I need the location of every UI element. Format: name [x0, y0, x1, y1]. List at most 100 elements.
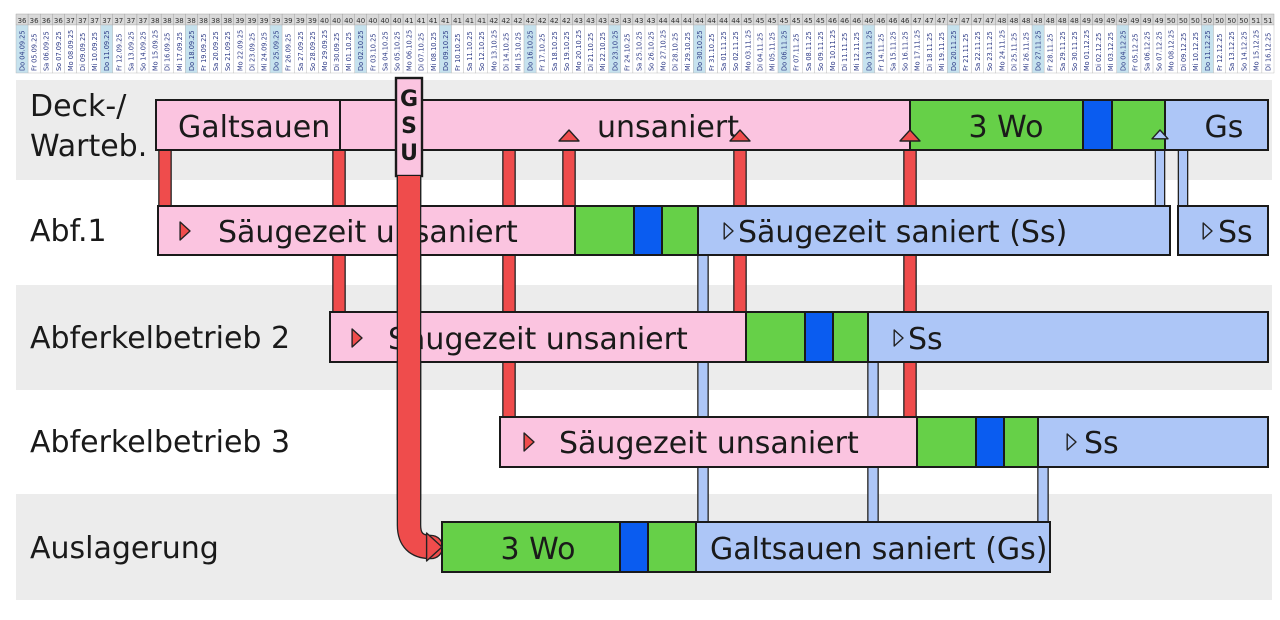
bar-label-deck-unsaniert: unsaniert [597, 110, 739, 145]
day-label: Do 30.10.25 [696, 30, 704, 71]
bar-label-abf3-ss: Ss [1084, 426, 1119, 461]
day-label: So 28.09.25 [309, 31, 317, 71]
day-label: Di 11.11.25 [841, 33, 849, 71]
week-number: 38 [199, 17, 208, 25]
day-label: Fr 24.10.25 [623, 34, 631, 71]
day-label: Sa 29.11.25 [1059, 31, 1067, 71]
week-number: 40 [356, 17, 365, 25]
week-number: 41 [453, 17, 462, 25]
day-label: Di 23.09.25 [248, 33, 256, 71]
day-label: Fr 28.11.25 [1047, 34, 1055, 71]
week-number: 36 [30, 17, 39, 25]
day-label: So 02.11.25 [732, 31, 740, 71]
week-number: 42 [489, 17, 498, 25]
day-label: Sa 13.12.25 [1228, 31, 1236, 71]
day-label: Mo 03.11.25 [744, 30, 752, 71]
day-label: Sa 15.11.25 [889, 31, 897, 71]
day-label: Mi 17.09.25 [176, 32, 184, 71]
day-label: Sa 20.09.25 [212, 31, 220, 71]
day-label: Fr 19.09.25 [200, 34, 208, 71]
week-number: 39 [272, 17, 281, 25]
week-number: 39 [247, 17, 256, 25]
week-number: 40 [344, 17, 353, 25]
day-label: Do 20.11.25 [950, 30, 958, 71]
day-label: Sa 13.09.25 [127, 31, 135, 71]
day-label: So 16.11.25 [902, 31, 910, 71]
day-label: Sa 22.11.25 [974, 31, 982, 71]
week-number: 45 [816, 17, 825, 25]
bar-label-deck-gs: Gs [1205, 110, 1244, 145]
bar-label-deck-galtsauen: Galtsauen [178, 110, 330, 145]
day-label: Mo 06.10.25 [406, 30, 414, 71]
week-number: 47 [961, 17, 970, 25]
week-number: 45 [743, 17, 752, 25]
bar-abf1-green-2 [661, 205, 699, 256]
week-number: 38 [211, 17, 220, 25]
bar-abf2-green-1 [745, 311, 806, 363]
row-label-deck: Deck-/ [30, 89, 127, 124]
bar-label-ausl-green-1: 3 Wo [501, 532, 576, 567]
day-label: Fr 05.12.25 [1131, 34, 1139, 71]
day-label: Do 25.09.25 [273, 30, 281, 71]
week-number: 44 [683, 17, 692, 25]
week-number: 42 [562, 17, 571, 25]
day-label: So 19.10.25 [563, 31, 571, 71]
row-label-abf3: Abferkelbetrieb 3 [30, 425, 290, 460]
bar-label-abf2-saeugezeit-unsaniert: Säugezeit unsaniert [388, 322, 688, 357]
week-number: 49 [1130, 17, 1139, 25]
week-number: 37 [66, 17, 75, 25]
week-number: 37 [102, 17, 111, 25]
week-number: 37 [78, 17, 87, 25]
arrow-heads-front: GSU [179, 76, 1213, 562]
red-down-deck-to-abf2-head [351, 328, 363, 348]
red-up-abf3-to-deck-head [899, 129, 921, 142]
day-label: Mo 15.12.25 [1252, 30, 1260, 71]
day-label: Di 07.10.25 [418, 33, 426, 71]
day-label: Mi 22.10.25 [599, 32, 607, 71]
day-label: Do 16.10.25 [527, 30, 535, 71]
day-label: Di 21.10.25 [587, 33, 595, 71]
week-number: 38 [151, 17, 160, 25]
day-label: Di 09.12.25 [1180, 33, 1188, 71]
bar-label-abf3-saeugezeit-unsaniert: Säugezeit unsaniert [559, 426, 859, 461]
blue-down-deck-to-abf1-head [1202, 222, 1213, 240]
week-number: 39 [296, 17, 305, 25]
week-number: 40 [332, 17, 341, 25]
week-number: 50 [1191, 17, 1200, 25]
week-number: 47 [925, 17, 934, 25]
week-number: 41 [465, 17, 474, 25]
week-number: 47 [985, 17, 994, 25]
bar-label-abf1-saeugezeit-saniert: Säugezeit saniert (Ss) [738, 215, 1067, 250]
week-number: 41 [429, 17, 438, 25]
week-number: 44 [731, 17, 740, 25]
bar-ausl-green-1 [441, 521, 621, 573]
week-number: 40 [393, 17, 402, 25]
day-label: So 07.12.25 [1156, 31, 1164, 71]
day-label: Sa 04.10.25 [381, 31, 389, 71]
day-label: Mo 13.10.25 [490, 30, 498, 71]
blue-up-ausl-to-abf2-head [893, 329, 904, 347]
week-number: 36 [54, 17, 63, 25]
week-number: 40 [380, 17, 389, 25]
week-number: 38 [175, 17, 184, 25]
week-number: 38 [187, 17, 196, 25]
day-label: Fr 14.11.25 [877, 34, 885, 71]
day-label: Fr 12.12.25 [1216, 34, 1224, 71]
day-label: Mo 20.10.25 [575, 30, 583, 71]
week-number: 43 [574, 17, 583, 25]
bar-abf3-blue [975, 416, 1005, 468]
row-label-abf2: Abferkelbetrieb 2 [30, 321, 290, 356]
week-number: 36 [42, 17, 51, 25]
day-label: So 05.10.25 [394, 31, 402, 71]
week-number: 48 [1058, 17, 1067, 25]
week-number: 38 [163, 17, 172, 25]
week-number: 49 [1118, 17, 1127, 25]
day-label: Mi 10.09.25 [91, 32, 99, 71]
blue-up-ausl-to-abf3-head [1066, 433, 1077, 451]
bar-abf2-blue [804, 311, 834, 363]
bar-ausl-green-2 [647, 521, 697, 573]
bar-abf3-saeugezeit-unsaniert [499, 416, 918, 468]
day-label: Mi 03.12.25 [1107, 32, 1115, 71]
day-label: Mo 27.10.25 [660, 30, 668, 71]
day-label: Fr 05.09.25 [31, 34, 39, 71]
